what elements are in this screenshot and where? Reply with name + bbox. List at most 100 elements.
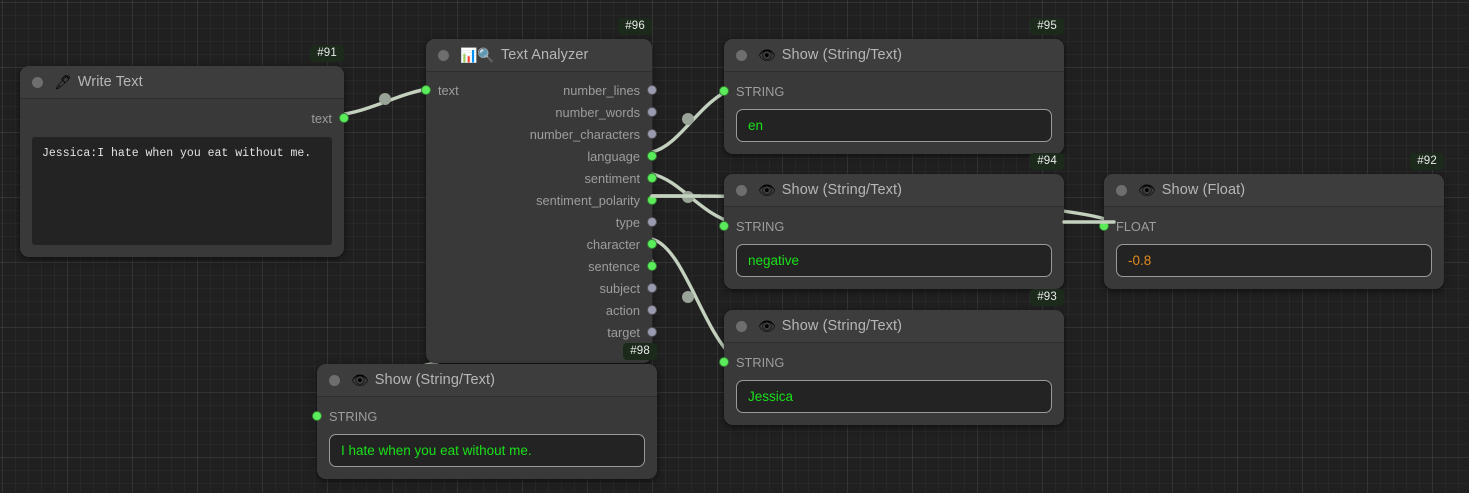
port-dot[interactable] [339,113,349,123]
node-id-badge: #98 [623,343,657,360]
port-dot[interactable] [647,129,657,139]
output-port-character[interactable]: character [438,233,657,255]
node-id-badge: #96 [618,18,652,35]
node-header[interactable]: 👁 Show (Float) [1104,174,1444,207]
port-dot[interactable] [647,305,657,315]
input-port-string[interactable]: STRING [719,80,1052,102]
output-port-number-characters[interactable]: number_characters [438,123,657,145]
port-dot[interactable] [421,85,431,95]
collapse-dot[interactable] [329,374,340,386]
eye-icon: 👁 [758,47,776,63]
port-dot[interactable] [647,195,657,205]
port-label: FLOAT [1116,218,1157,234]
input-port-string[interactable]: STRING [719,215,1052,237]
port-label: STRING [736,83,785,99]
port-label: sentiment [584,170,640,186]
node-body: text number_lines number_words number_ch… [421,72,657,363]
port-label: character [586,236,640,252]
port-label: number_lines [563,82,640,98]
node-title: Show (String/Text) [781,182,903,198]
node-title: Show (String/Text) [374,372,496,388]
node-show-language[interactable]: #95 👁 Show (String/Text) STRING en [719,18,1064,154]
node-id-badge: #94 [1030,153,1064,170]
port-dot[interactable] [647,239,657,249]
port-dot[interactable] [1099,221,1109,231]
port-label: number_words [555,104,640,120]
output-port-sentiment-polarity[interactable]: sentiment_polarity [438,189,657,211]
collapse-dot[interactable] [438,49,449,61]
write-text-input[interactable]: Jessica:I hate when you eat without me. [32,137,332,245]
eye-icon: 👁 [351,372,369,388]
node-id-badge: #92 [1410,153,1444,170]
port-label: text [438,82,459,98]
port-label: text [311,110,332,126]
node-title: Text Analyzer [500,47,589,63]
node-body: text Jessica:I hate when you eat without… [20,99,349,257]
value-display: Jessica [736,380,1052,413]
input-port-string[interactable]: STRING [312,405,645,427]
node-text-analyzer[interactable]: #96 📊🔍 Text Analyzer text number_lines n… [421,18,657,363]
node-header[interactable]: 📊🔍 Text Analyzer [426,39,652,72]
port-label: language [587,148,640,164]
node-title: Show (Float) [1161,182,1246,198]
node-header[interactable]: 👁 Show (String/Text) [724,39,1064,72]
port-dot[interactable] [312,411,322,421]
node-header[interactable]: 👁 Show (String/Text) [724,310,1064,343]
eye-icon: 👁 [758,318,776,334]
port-dot[interactable] [719,86,729,96]
collapse-dot[interactable] [736,49,747,61]
port-dot[interactable] [647,327,657,337]
node-header[interactable]: 👁 Show (String/Text) [317,364,657,397]
port-dot[interactable] [647,261,657,271]
collapse-dot[interactable] [32,76,43,88]
node-show-character[interactable]: #93 👁 Show (String/Text) STRING Jessica [719,289,1064,425]
node-header[interactable]: 👁 Show (String/Text) [724,174,1064,207]
output-port-text[interactable]: text [32,107,349,129]
output-port-sentiment[interactable]: sentiment [438,167,657,189]
output-port-target[interactable]: target [438,321,657,343]
node-header[interactable]: 🖋 Write Text [20,66,344,99]
node-show-sentence[interactable]: #98 👁 Show (String/Text) STRING I hate w… [312,343,657,479]
node-body: STRING I hate when you eat without me. [312,397,657,479]
port-label: subject [599,280,640,296]
node-write-text[interactable]: #91 🖋 Write Text text Jessica:I hate whe… [20,45,349,257]
node-body: STRING en [719,72,1064,154]
output-port-subject[interactable]: subject [438,277,657,299]
port-dot[interactable] [647,283,657,293]
node-title: Show (String/Text) [781,318,903,334]
value-display: -0.8 [1116,244,1432,277]
port-label: STRING [736,218,785,234]
port-dot[interactable] [647,107,657,117]
port-dot[interactable] [647,217,657,227]
input-port-float[interactable]: FLOAT [1099,215,1432,237]
value-display: negative [736,244,1052,277]
output-port-type[interactable]: type [438,211,657,233]
node-body: STRING Jessica [719,343,1064,425]
port-dot[interactable] [647,85,657,95]
port-label: STRING [736,354,785,370]
eye-icon: 👁 [758,182,776,198]
bar-chart-search-icon: 📊🔍 [460,47,495,63]
output-port-number-words[interactable]: number_words [438,101,657,123]
output-port-sentence[interactable]: sentence [438,255,657,277]
output-port-action[interactable]: action [438,299,657,321]
node-show-float[interactable]: #92 👁 Show (Float) FLOAT -0.8 [1099,153,1444,289]
port-dot[interactable] [647,151,657,161]
collapse-dot[interactable] [736,320,747,332]
port-dot[interactable] [719,357,729,367]
fountain-pen-icon: 🖋 [54,74,72,90]
node-show-sentiment[interactable]: #94 👁 Show (String/Text) STRING negative [719,153,1064,289]
node-id-badge: #91 [310,45,344,62]
collapse-dot[interactable] [736,184,747,196]
input-port-string[interactable]: STRING [719,351,1052,373]
port-dot[interactable] [719,221,729,231]
port-label: STRING [329,408,378,424]
node-body: FLOAT -0.8 [1099,207,1444,289]
node-title: Write Text [77,74,143,90]
port-label: target [607,324,640,340]
collapse-dot[interactable] [1116,184,1127,196]
output-port-number-lines[interactable]: number_lines [438,79,657,101]
port-dot[interactable] [647,173,657,183]
output-port-language[interactable]: language [438,145,657,167]
